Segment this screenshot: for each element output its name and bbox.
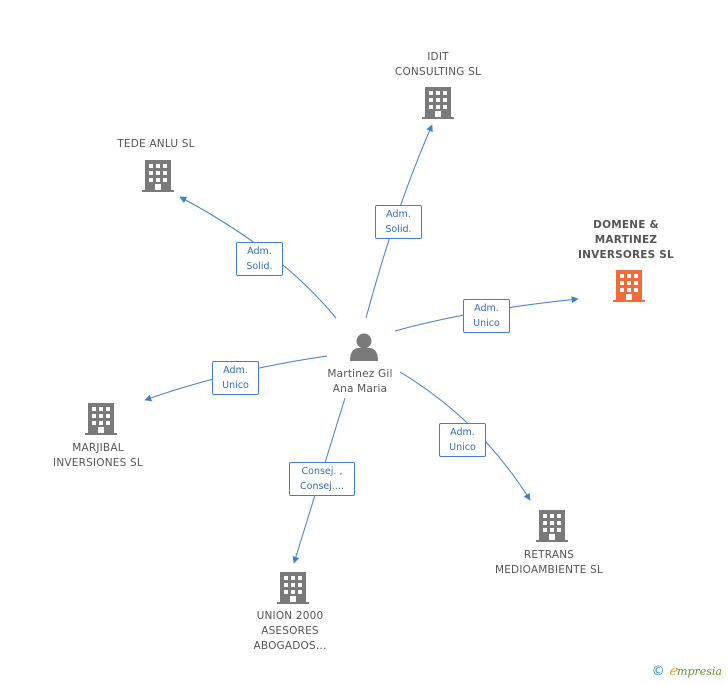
building-icon[interactable]	[613, 270, 645, 302]
building-icon[interactable]	[277, 572, 309, 604]
relation-line: Adm.	[247, 246, 272, 257]
relation-line: Unico	[222, 380, 249, 391]
relation-line: Solid.	[246, 261, 273, 272]
company-label-union[interactable]: UNION 2000 ASESORES ABOGADOS...	[230, 609, 350, 654]
relation-badge-marjibal[interactable]: Adm. Unico	[212, 361, 259, 395]
company-label-tede[interactable]: TEDE ANLU SL	[96, 137, 216, 152]
relation-badge-domene[interactable]: Adm. Unico	[463, 299, 510, 333]
relation-line: Consej. ,	[301, 466, 343, 477]
company-name-line: CONSULTING SL	[394, 66, 482, 78]
company-name-line: INVERSIONES SL	[53, 457, 143, 469]
relation-line: Unico	[449, 442, 476, 453]
building-icon[interactable]	[142, 160, 174, 192]
relation-line: Adm.	[474, 303, 499, 314]
company-name-line: UNION 2000	[256, 610, 324, 622]
relation-line: Adm.	[450, 427, 475, 438]
person-name-line1: Martinez Gil	[327, 368, 393, 380]
company-name-line: IDIT	[427, 51, 449, 63]
relation-line: Adm.	[386, 209, 411, 220]
company-label-marjibal[interactable]: MARJIBAL INVERSIONES SL	[38, 441, 158, 471]
building-icon[interactable]	[422, 87, 454, 119]
relation-badge-retrans[interactable]: Adm. Unico	[439, 423, 486, 457]
relation-line: Unico	[473, 318, 500, 329]
copyright-icon: ©	[651, 664, 665, 679]
company-name-line: RETRANS	[523, 549, 575, 561]
company-label-retrans[interactable]: RETRANS MEDIOAMBIENTE SL	[484, 548, 614, 578]
company-name-line: TEDE ANLU SL	[117, 138, 195, 150]
company-name-line: MARJIBAL	[72, 442, 124, 454]
company-label-domene[interactable]: DOMENE & MARTINEZ INVERSORES SL	[566, 218, 686, 263]
building-icon[interactable]	[536, 510, 568, 542]
person-name[interactable]: Martinez Gil Ana Maria	[310, 367, 410, 397]
company-label-idit[interactable]: IDIT CONSULTING SL	[378, 50, 498, 80]
relation-badge-union[interactable]: Consej. , Consej....	[289, 462, 355, 496]
building-icon[interactable]	[85, 403, 117, 435]
relation-badge-tede[interactable]: Adm. Solid.	[236, 242, 283, 276]
brand-logo-e: ℯ	[668, 663, 678, 679]
person-name-line2: Ana Maria	[332, 383, 388, 395]
relation-badge-idit[interactable]: Adm. Solid.	[375, 205, 422, 239]
relation-line: Solid.	[385, 224, 412, 235]
company-name-line: DOMENE &	[593, 219, 659, 231]
person-icon[interactable]	[350, 333, 378, 362]
company-name-line: MARTINEZ	[594, 234, 658, 246]
relation-line: Consej....	[300, 481, 344, 492]
brand-logo-text: mpresia	[677, 665, 722, 678]
company-name-line: ABOGADOS...	[253, 640, 327, 652]
footer-brand: ©ℯmpresia	[652, 663, 722, 679]
relation-line: Adm.	[223, 365, 248, 376]
company-name-line: ASESORES	[261, 625, 319, 637]
company-name-line: MEDIOAMBIENTE SL	[494, 564, 604, 576]
company-name-line: INVERSORES SL	[578, 249, 674, 261]
